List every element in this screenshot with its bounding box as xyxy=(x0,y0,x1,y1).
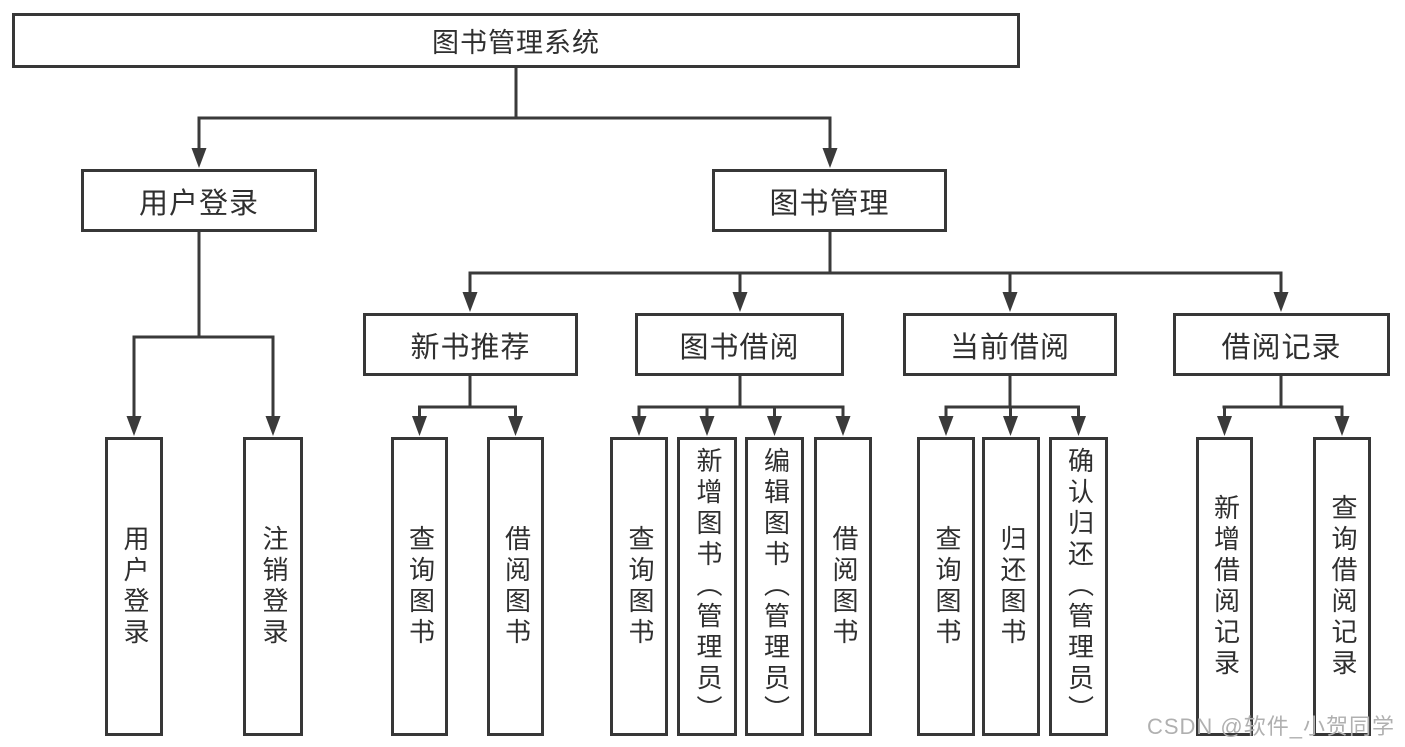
leaf-borrow-books-borrow-label: 借阅图书 xyxy=(828,524,859,649)
connector-book-borrow-to-leaves xyxy=(631,375,851,436)
leaf-add-borrow-record-label: 新增借阅记录 xyxy=(1210,493,1241,680)
leaf-edit-book-admin-label: 编辑图书（管理员） xyxy=(760,447,791,726)
leaf-query-borrow-record: 查询借阅记录 xyxy=(1313,437,1371,736)
leaf-add-book-admin-label: 新增图书（管理员） xyxy=(692,447,723,726)
node-new-book-recommend: 新书推荐 xyxy=(363,313,578,376)
leaf-edit-book-admin: 编辑图书（管理员） xyxy=(745,437,804,736)
node-new-book-recommend-label: 新书推荐 xyxy=(410,331,531,364)
node-book-borrow: 图书借阅 xyxy=(635,313,844,376)
csdn-watermark: CSDN @软件_小贺同学 xyxy=(1146,714,1395,739)
leaf-confirm-return-admin: 确认归还（管理员） xyxy=(1049,437,1108,736)
node-user-login: 用户登录 xyxy=(81,169,317,232)
leaf-query-books-recommend: 查询图书 xyxy=(391,437,448,736)
node-root-label: 图书管理系统 xyxy=(432,28,600,58)
leaf-user-login-label: 用户登录 xyxy=(119,524,150,649)
node-current-borrow-label: 当前借阅 xyxy=(949,331,1070,364)
connector-current-borrow-to-leaves xyxy=(938,375,1086,436)
connector-user-login-to-leaves xyxy=(126,231,281,436)
leaf-query-books-borrow-label: 查询图书 xyxy=(624,524,655,649)
leaf-logout-label: 注销登录 xyxy=(258,524,289,649)
leaf-add-borrow-record: 新增借阅记录 xyxy=(1196,437,1253,736)
leaf-query-books-current-label: 查询图书 xyxy=(931,524,962,649)
leaf-add-book-admin: 新增图书（管理员） xyxy=(677,437,737,736)
connector-borrow-records-to-leaves xyxy=(1217,375,1350,436)
node-book-borrow-label: 图书借阅 xyxy=(679,331,800,364)
node-borrow-records: 借阅记录 xyxy=(1173,313,1390,376)
leaf-borrow-books-recommend: 借阅图书 xyxy=(487,437,544,736)
node-book-management: 图书管理 xyxy=(712,169,947,232)
leaf-query-books-borrow: 查询图书 xyxy=(610,437,668,736)
leaf-borrow-books-borrow: 借阅图书 xyxy=(814,437,872,736)
leaf-query-books-current: 查询图书 xyxy=(917,437,975,736)
leaf-user-login: 用户登录 xyxy=(105,437,163,736)
leaf-return-book: 归还图书 xyxy=(982,437,1040,736)
leaf-borrow-books-recommend-label: 借阅图书 xyxy=(501,524,532,649)
node-book-management-label: 图书管理 xyxy=(769,187,890,220)
connector-root-to-level2 xyxy=(191,67,838,168)
connector-book-management-to-level3 xyxy=(462,231,1289,312)
node-current-borrow: 当前借阅 xyxy=(903,313,1117,376)
leaf-confirm-return-admin-label: 确认归还（管理员） xyxy=(1064,447,1095,726)
leaf-logout: 注销登录 xyxy=(243,437,303,736)
node-user-login-label: 用户登录 xyxy=(138,187,259,220)
leaf-return-book-label: 归还图书 xyxy=(996,524,1027,649)
node-borrow-records-label: 借阅记录 xyxy=(1221,331,1342,364)
leaf-query-borrow-record-label: 查询借阅记录 xyxy=(1327,493,1358,680)
leaf-query-books-recommend-label: 查询图书 xyxy=(405,524,436,649)
connector-new-book-recommend-to-leaves xyxy=(412,375,523,436)
node-root: 图书管理系统 xyxy=(12,13,1020,68)
